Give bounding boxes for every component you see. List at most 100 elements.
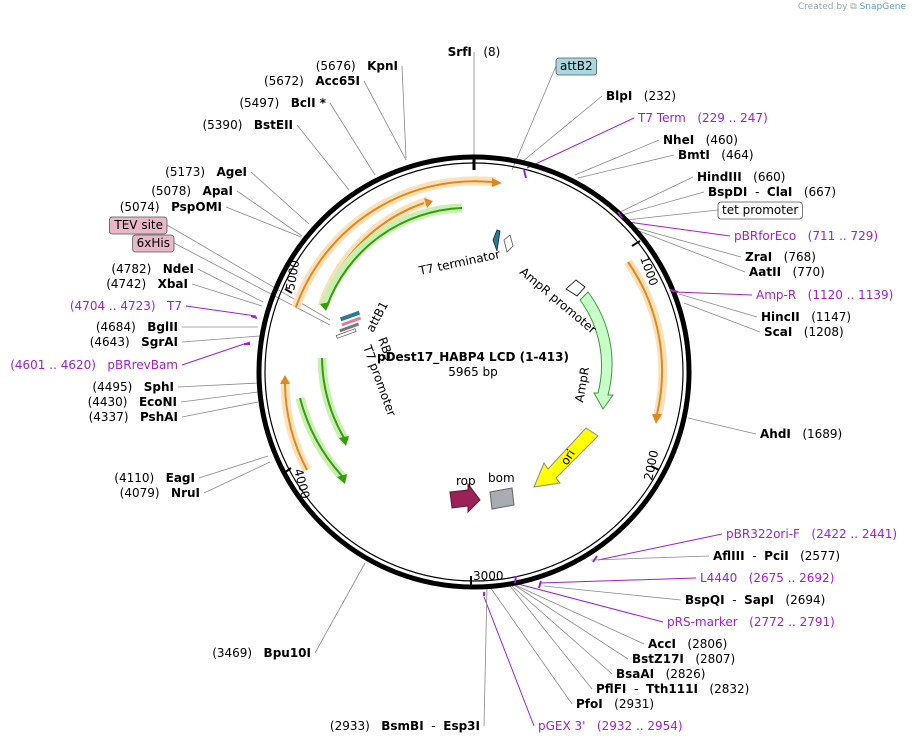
map-label-scai: ScaI (1208) [764, 325, 844, 339]
map-label-hincii: HincII (1147) [761, 310, 851, 324]
enzyme-name: AgeI [217, 165, 247, 179]
leader-line-pflfi [509, 585, 593, 690]
feature-range: (2932 .. 2954) [585, 719, 682, 733]
orf-arc-left-head [280, 375, 290, 384]
map-label-nrui: (4079) NruI [120, 486, 200, 500]
enzyme-position: (2694) [774, 593, 825, 607]
enzyme-position: (2826) [654, 667, 705, 681]
enzyme-name: HincII [761, 310, 800, 324]
enzyme-position: (8) [472, 45, 500, 59]
enzyme-position: (2807) [684, 652, 735, 666]
enzyme-name: KpnI [367, 59, 398, 73]
orf-green-left-head [339, 436, 349, 446]
feature-range: (2422 .. 2441) [800, 527, 897, 541]
enzyme-position: (660) [742, 170, 786, 184]
orf-green-top-head [320, 302, 330, 311]
map-label-l4440: L4440 (2675 .. 2692) [700, 571, 834, 585]
tick-label-2000: 2000 [641, 449, 661, 482]
leader-line-pgex-3 [483, 596, 535, 727]
enzyme-name: BspQI [685, 593, 725, 607]
bom-label: bom [488, 471, 515, 485]
feature-name: pGEX 3' [538, 719, 585, 733]
enzyme-name: NruI [171, 486, 200, 500]
map-label-zrai: ZraI (768) [745, 250, 816, 264]
map-box-attb2: attB2 [560, 59, 593, 73]
enzyme-position: (2832) [698, 682, 749, 696]
leader-line-sgrai [181, 335, 261, 343]
leader-line-pbr322ori-f [597, 533, 723, 561]
leader-line-bsteii [296, 124, 350, 191]
map-label-pbrforeco: pBRforEco (711 .. 729) [734, 229, 878, 243]
map-label-pbr322ori-f: pBR322ori-F (2422 .. 2441) [726, 527, 897, 541]
map-label-nhei: NheI (460) [663, 133, 738, 147]
map-box-bg-attb2 [555, 57, 598, 76]
enzyme-position: (460) [694, 133, 738, 147]
map-label-pspomi: (5074) PspOMI [120, 200, 222, 214]
leader-line-prs-marker [517, 583, 664, 623]
leader-line-nhei [574, 139, 660, 176]
leader-line-bstz17i [513, 584, 629, 660]
map-label-t7-term: T7 Term (229 .. 247) [637, 111, 768, 125]
orf-arc-right-glow [624, 259, 668, 420]
orf-arc-mid-head [424, 198, 433, 208]
leader-line-pshai [181, 401, 259, 418]
map-label-econi: (4430) EcoNI [88, 395, 177, 409]
enzyme-position: (4742) [106, 277, 157, 291]
enzyme-position: (1689) [791, 427, 842, 441]
enzyme-name: BstEII [254, 118, 293, 132]
map-label-ndei: (4782) NdeI [111, 262, 194, 276]
enzyme-position: (5173) [165, 165, 216, 179]
enzyme-name: SgrAI [141, 335, 178, 349]
map-label-afliii: AflIII - PciI (2577) [713, 549, 840, 563]
map-label-bspqi: BspQI - SapI (2694) [685, 593, 825, 607]
lacO-glyph [335, 328, 357, 339]
feature-range: (4601 .. 4620) [10, 358, 107, 372]
map-label-bcli: (5497) BclI * [239, 96, 326, 110]
enzyme-name: Bpu10I [264, 646, 311, 660]
enzyme-sep: - [626, 682, 646, 696]
enzyme-position: (464) [710, 148, 754, 162]
orf-green-left-glow [317, 357, 350, 445]
enzyme-position: (5672) [264, 74, 315, 88]
enzyme-name: ScaI [764, 325, 792, 339]
map-label-bspdi: BspDI - ClaI (667) [708, 185, 836, 199]
enzyme-position: (232) [632, 89, 676, 103]
enzyme-name: BsmBI [381, 719, 423, 733]
enzyme-position: (4430) [88, 395, 139, 409]
t7-terminator-hairpin [503, 234, 514, 253]
map-label-acci: AccI (2806) [648, 637, 727, 651]
map-label-ahdi: AhdI (1689) [760, 427, 842, 441]
enzyme-position: (4684) [96, 320, 147, 334]
leader-line-aatii [633, 228, 746, 273]
enzyme-sep: - [424, 719, 444, 733]
enzyme-name-2: Esp3I [443, 719, 480, 733]
leader-line-bspdi [621, 191, 705, 216]
enzyme-name: PflFI [596, 682, 626, 696]
enzyme-name: AccI [648, 637, 676, 651]
map-label-eagi: (4110) EagI [114, 471, 195, 485]
leader-lines [166, 52, 761, 727]
enzyme-name: SrfI [448, 45, 472, 59]
enzyme-position: (4110) [114, 471, 165, 485]
map-label-sgrai: (4643) SgrAI [90, 335, 178, 349]
ori-arrow [533, 427, 599, 488]
map-box-bg-6xhis [132, 234, 175, 253]
ampr-promoter-arrow [565, 279, 586, 297]
feature-range: (1120 .. 1139) [796, 288, 893, 302]
map-label-bsaai: BsaAI (2826) [616, 667, 706, 681]
leader-line-acci [514, 584, 645, 645]
leader-line-hincii [678, 293, 758, 318]
map-label-pgex-3: pGEX 3' (2932 .. 2954) [538, 719, 683, 733]
leader-line-bmti [577, 154, 675, 179]
map-box-6xhis: 6xHis [137, 236, 170, 250]
map-box-tev-site: TEV site [113, 218, 163, 232]
leader-line-nrui [203, 461, 271, 494]
map-label-hindiii: HindIII (660) [697, 170, 785, 184]
leader-line-eagi [198, 455, 269, 479]
feature-range: (4704 .. 4723) [70, 299, 167, 313]
enzyme-name: BstZ17I [632, 652, 684, 666]
map-box-bg-tev-site [108, 216, 168, 235]
map-label-bpu10i: (3469) Bpu10I [212, 646, 311, 660]
enzyme-position: (5390) [202, 118, 253, 132]
map-label-t7: (4704 .. 4723) T7 [70, 299, 182, 313]
